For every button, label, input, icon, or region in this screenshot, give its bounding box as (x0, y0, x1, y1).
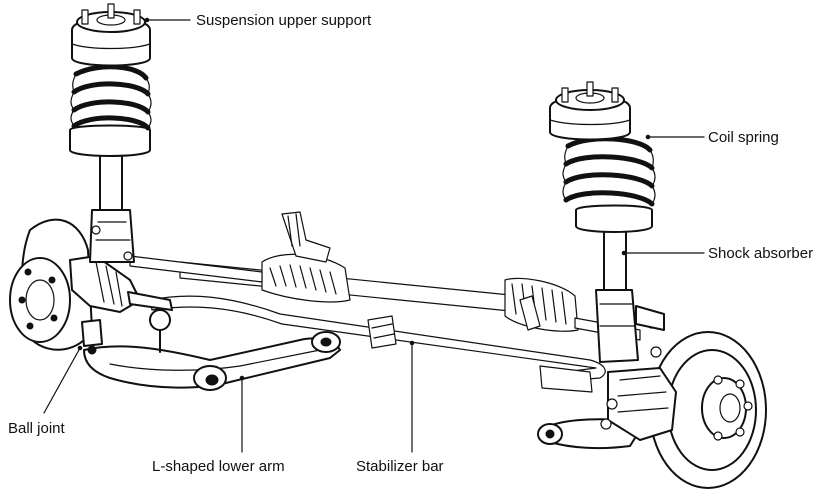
right-lower-arm (537, 418, 641, 450)
right-strut (595, 227, 665, 363)
stabilizer-bar (149, 295, 606, 393)
leader-dot-stabilizer-bar (409, 340, 415, 346)
left-coil-spring (69, 64, 152, 157)
label-stabilizer-bar: Stabilizer bar (356, 458, 444, 475)
leader-dot-ball-joint (77, 345, 83, 351)
leader-ball-joint (43, 347, 81, 414)
right-hub-assembly (600, 331, 767, 489)
leader-dot-upper-support (144, 17, 150, 23)
left-lower-arm (83, 331, 341, 391)
label-ball-joint: Ball joint (8, 420, 66, 437)
leader-dot-coil-spring (645, 134, 651, 140)
label-upper-support: Suspension upper support (196, 12, 372, 29)
steering-rack (179, 211, 579, 332)
labels: Suspension upper support Coil spring Sho… (8, 12, 813, 475)
leader-dot-shock-absorber (621, 250, 627, 256)
leader-dot-lower-arm (239, 375, 245, 381)
left-upper-support (71, 3, 151, 67)
label-coil-spring: Coil spring (708, 129, 779, 146)
label-shock-absorber: Shock absorber (708, 245, 813, 262)
right-coil-spring (562, 136, 656, 233)
label-lower-arm: L-shaped lower arm (152, 458, 285, 475)
left-hub-assembly (9, 218, 173, 355)
left-strut (89, 149, 135, 263)
leader-lines (43, 17, 705, 453)
right-upper-support (549, 81, 631, 141)
